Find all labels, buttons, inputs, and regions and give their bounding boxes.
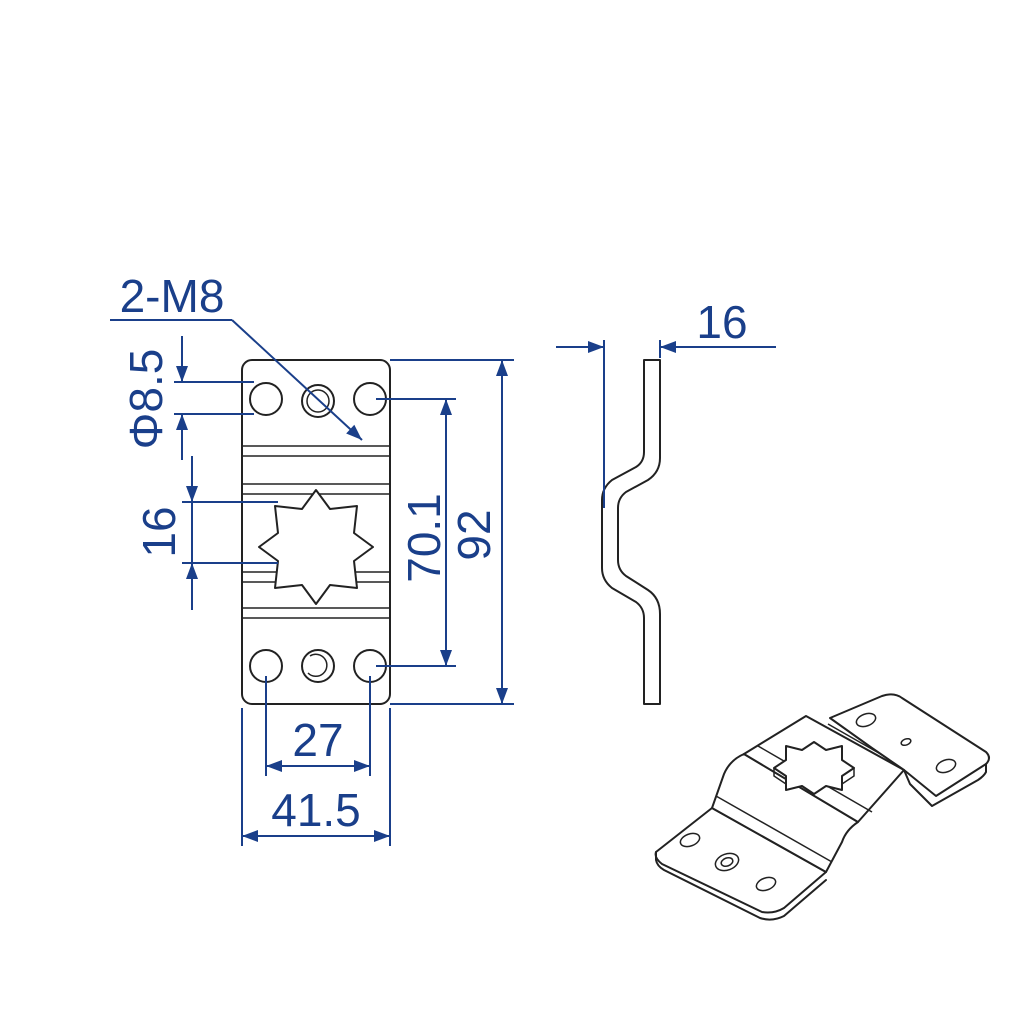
side-profile-outline (601, 359, 661, 705)
iso-threaded-hole-inner (720, 856, 734, 868)
iso-hole (935, 758, 957, 774)
hole-diameter-label: Φ8.5 (120, 349, 172, 450)
iso-web-line (715, 795, 833, 863)
dim-arrow (660, 341, 676, 353)
iso-upper-flange-edge (903, 763, 987, 807)
dim-arrow (374, 830, 390, 842)
iso-star-boss-side (773, 768, 855, 790)
plate-thickness-offset-label: 16 (696, 296, 747, 348)
dim-arrow (176, 414, 188, 430)
front-view (241, 359, 391, 705)
side-view (601, 359, 661, 705)
iso-threaded-hole (714, 852, 740, 872)
threaded-hole-bottom-arc (307, 653, 328, 678)
thread-callout: 2-M8 (120, 270, 225, 322)
leader-line (231, 319, 363, 441)
star-hole (258, 489, 374, 605)
threaded-hole-bottom (301, 649, 335, 683)
bracket-plate-outline (241, 359, 391, 705)
mounting-hole-top-left (249, 382, 283, 416)
hole-pitch-horizontal-label: 27 (292, 714, 343, 766)
dim-arrow (440, 399, 452, 415)
overall-width-label: 41.5 (271, 784, 361, 836)
dim-arrow (176, 366, 188, 382)
star-hole-height-label: 16 (133, 506, 185, 557)
dim-arrow (496, 360, 508, 376)
side-dimensions: 16 (556, 296, 776, 508)
threaded-hole-top-inner (306, 389, 330, 413)
dim-arrow (588, 341, 604, 353)
hole-pitch-vertical-label: 70.1 (398, 493, 450, 583)
dim-arrow (496, 688, 508, 704)
overall-height-label: 92 (448, 509, 500, 560)
iso-lower-flange-edge (655, 851, 827, 921)
dim-arrow (186, 563, 198, 579)
threaded-hole-top (301, 384, 335, 418)
dim-arrow (186, 486, 198, 502)
iso-hole (755, 876, 777, 892)
iso-hole (679, 832, 701, 848)
dim-arrow (266, 760, 282, 772)
dim-arrow (440, 650, 452, 666)
iso-star-boss (773, 741, 855, 795)
isometric-view (654, 693, 990, 921)
front-dimensions: 2-M8 Φ8.5 16 70.1 92 (110, 270, 514, 846)
dim-arrow (354, 760, 370, 772)
iso-hole (855, 712, 877, 728)
dim-arrow (242, 830, 258, 842)
iso-threaded-hole (900, 737, 912, 747)
